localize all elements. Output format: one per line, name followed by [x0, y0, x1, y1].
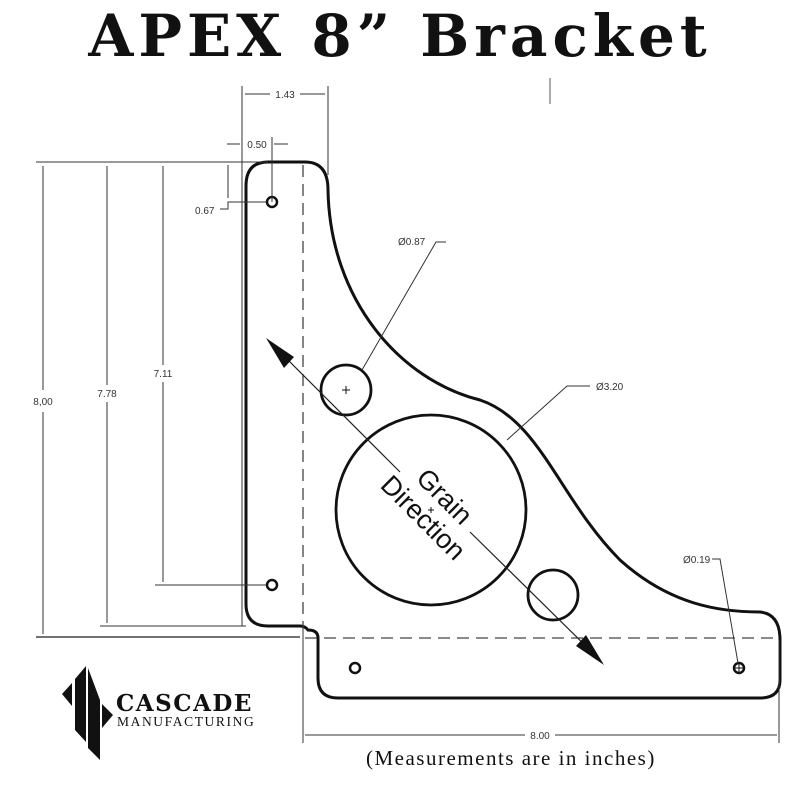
brand-subtitle: MANUFACTURING — [117, 714, 256, 729]
medium-hole-dia-label: Ø0.87 — [398, 237, 426, 248]
dim-hole-spacing: 7.11 — [154, 369, 173, 380]
dim-hole-offset-x: 0.50 — [247, 140, 267, 151]
hole-bottom-right — [732, 661, 746, 675]
grain-arrow-head-up — [266, 338, 294, 368]
cascade-logo-icon — [62, 666, 113, 760]
leader-large-hole — [506, 385, 590, 441]
medium-hole-lower — [526, 568, 580, 622]
hole-left-bottom — [265, 578, 279, 592]
dim-hole-offset-y: 0.67 — [195, 206, 215, 217]
leader-medium-hole — [361, 241, 446, 371]
grain-arrow-head-down — [576, 635, 604, 665]
grain-arrow-line-b — [469, 531, 598, 658]
units-note: (Measurements are in inches) — [366, 746, 656, 770]
dim-height-total: 8,00 — [33, 397, 53, 408]
small-hole-dia-label: Ø0.19 — [683, 555, 711, 566]
page-title: APEX 8” Bracket — [88, 2, 712, 70]
large-hole-dia-label: Ø3.20 — [596, 382, 624, 393]
medium-hole-upper — [319, 363, 373, 417]
large-center-hole — [334, 413, 528, 607]
brand-name: CASCADE — [116, 690, 253, 717]
bracket-outline — [244, 160, 782, 700]
leader-small-hole — [712, 558, 739, 664]
dim-height-inner: 7.78 — [97, 389, 117, 400]
dim-width-bottom: 8.00 — [530, 731, 550, 742]
grain-arrow-line-a — [274, 346, 401, 473]
dim-width-top: 1.43 — [275, 90, 295, 101]
hole-bottom-left — [348, 661, 362, 675]
